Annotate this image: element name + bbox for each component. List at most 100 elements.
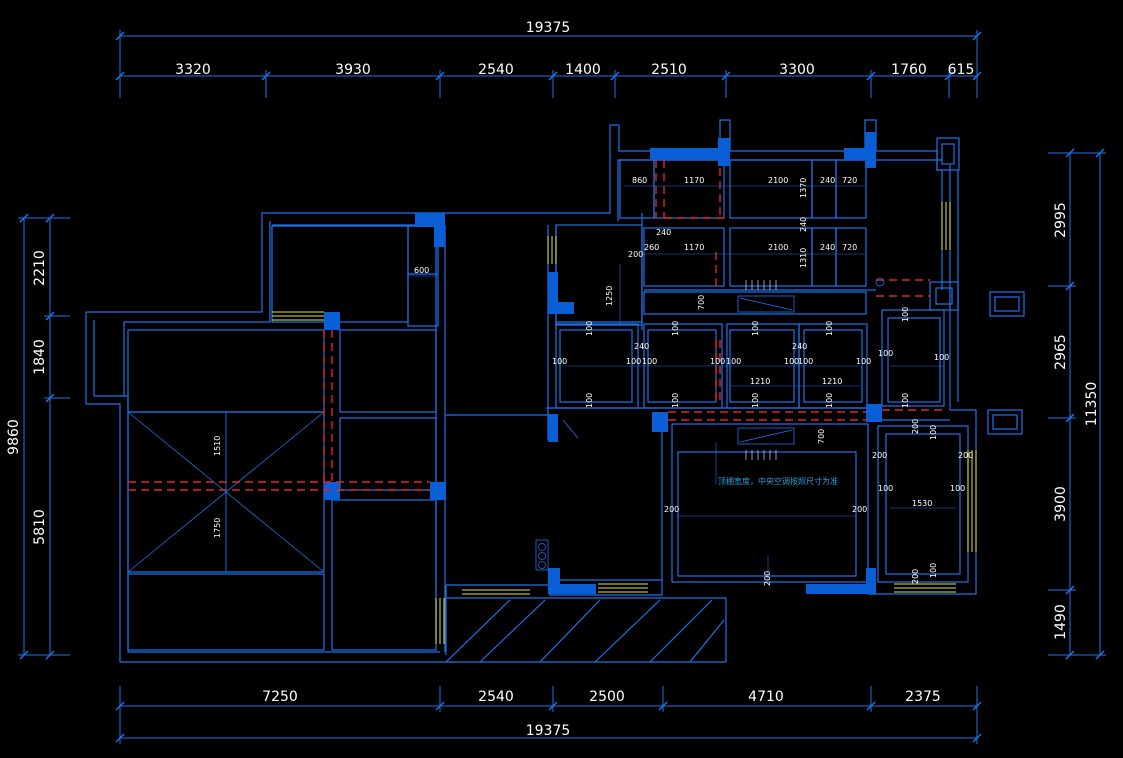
dim-100-r: 100 — [751, 393, 760, 408]
dim-200-h: 200 — [911, 569, 920, 584]
dim-260: 260 — [644, 243, 659, 252]
small-dim-lines — [225, 185, 956, 584]
dim-700-a: 700 — [697, 295, 706, 310]
left-segment-dimensions: 2210 1840 5810 — [32, 250, 48, 545]
left-segment-1: 2210 — [32, 250, 48, 286]
kitchen-stove — [535, 539, 549, 571]
top-segment-dimensions: 3320 3930 2540 1400 2510 3300 1760 615 — [175, 62, 974, 78]
dim-100-n: 100 — [878, 349, 893, 358]
bottom-segment-3: 2500 — [589, 689, 625, 705]
top-segment-8: 615 — [948, 62, 975, 78]
dim-200-g: 200 — [763, 571, 772, 586]
dim-100-b: 100 — [671, 321, 680, 336]
dim-100-s: 100 — [825, 393, 834, 408]
top-segment-1: 3320 — [175, 62, 211, 78]
dim-100-f: 100 — [552, 357, 567, 366]
vent-arrows-upper — [745, 280, 777, 290]
bottom-segment-dimensions: 7250 2540 2500 4710 2375 — [262, 689, 941, 705]
dim-200-c: 200 — [872, 451, 887, 460]
dim-240-v: 240 — [799, 217, 808, 232]
dim-240-d: 240 — [634, 342, 649, 351]
dim-1170-a: 1170 — [684, 176, 704, 185]
top-segment-5: 2510 — [651, 62, 687, 78]
bottom-overall-dimension: 19375 — [526, 723, 571, 739]
top-segment-6: 3300 — [779, 62, 815, 78]
dim-100-v: 100 — [929, 563, 938, 578]
dim-720-b: 720 — [842, 243, 857, 252]
dim-200-f: 200 — [852, 505, 867, 514]
dim-200-b: 200 — [911, 419, 920, 434]
top-segment-2: 3930 — [335, 62, 371, 78]
dim-100-m: 100 — [856, 357, 871, 366]
room-dimension-labels: 600 1250 1510 1750 860 1170 2100 1370 24… — [213, 176, 973, 586]
dim-100-q: 100 — [671, 393, 680, 408]
dim-100-l: 100 — [798, 357, 813, 366]
dim-100-g: 100 — [626, 357, 641, 366]
dim-100-a: 100 — [585, 321, 594, 336]
dim-700-b: 700 — [817, 429, 826, 444]
right-overall-dimension: 11350 — [1084, 382, 1100, 427]
ceiling-note: 顶棚宽度，中央空调按照尺寸为准 — [718, 476, 838, 486]
dim-100-c: 100 — [751, 321, 760, 336]
dim-100-k: 100 — [784, 357, 799, 366]
structural-columns — [324, 132, 882, 594]
ceiling-cross-lines — [127, 411, 663, 573]
dim-1170-b: 1170 — [684, 243, 704, 252]
dim-100-u: 100 — [929, 425, 938, 440]
top-segment-4: 1400 — [565, 62, 601, 78]
dim-1370: 1370 — [799, 178, 808, 198]
dim-100-x: 100 — [950, 484, 965, 493]
dim-2100-b: 2100 — [768, 243, 788, 252]
dim-200-a: 200 — [628, 250, 643, 259]
drain-fixture — [875, 277, 885, 287]
dim-240-e: 240 — [792, 342, 807, 351]
dim-2100-a: 2100 — [768, 176, 788, 185]
dim-1210-b: 1210 — [822, 377, 842, 386]
dim-1250: 1250 — [605, 286, 614, 306]
dim-720-a: 720 — [842, 176, 857, 185]
dim-1510: 1510 — [213, 436, 222, 456]
top-overall-dimension: 19375 — [526, 20, 571, 36]
left-segment-3: 5810 — [32, 509, 48, 545]
dim-240-b: 240 — [656, 228, 671, 237]
bottom-segment-4: 4710 — [748, 689, 784, 705]
left-overall-dimension: 9860 — [6, 419, 22, 455]
right-segment-1: 2995 — [1053, 202, 1069, 238]
windows — [272, 202, 977, 644]
ac-unit-upper — [737, 295, 795, 313]
dim-240-c: 240 — [820, 243, 835, 252]
dim-100-e: 100 — [901, 307, 910, 322]
dimension-ticks — [19, 31, 1105, 743]
top-segment-3: 2540 — [478, 62, 514, 78]
right-segment-2: 2965 — [1053, 334, 1069, 370]
dim-100-t: 100 — [901, 393, 910, 408]
left-segment-2: 1840 — [32, 339, 48, 375]
dim-1750: 1750 — [213, 518, 222, 538]
bottom-segment-2: 2540 — [478, 689, 514, 705]
dim-600: 600 — [414, 266, 429, 275]
dim-100-o: 100 — [934, 353, 949, 362]
dim-1310: 1310 — [799, 248, 808, 268]
dim-100-j: 100 — [726, 357, 741, 366]
beam-lines — [128, 160, 944, 491]
dim-100-w: 100 — [878, 484, 893, 493]
dim-860: 860 — [632, 176, 647, 185]
dim-100-h: 100 — [642, 357, 657, 366]
right-segment-4: 1490 — [1053, 604, 1069, 640]
right-segment-dimensions: 2995 2965 3900 1490 — [1053, 202, 1069, 640]
dim-240-a: 240 — [820, 176, 835, 185]
vent-arrows-lower — [745, 450, 777, 460]
dim-100-i: 100 — [710, 357, 725, 366]
right-segment-3: 3900 — [1053, 486, 1069, 522]
top-segment-7: 1760 — [891, 62, 927, 78]
dim-200-d: 200 — [958, 451, 973, 460]
dim-100-p: 100 — [585, 393, 594, 408]
bottom-segment-1: 7250 — [262, 689, 298, 705]
dimension-lines — [18, 30, 1106, 744]
dim-200-e: 200 — [664, 505, 679, 514]
dim-1530: 1530 — [912, 499, 932, 508]
ac-unit-lower — [737, 427, 795, 445]
dim-1210-a: 1210 — [750, 377, 770, 386]
bottom-segment-5: 2375 — [905, 689, 941, 705]
